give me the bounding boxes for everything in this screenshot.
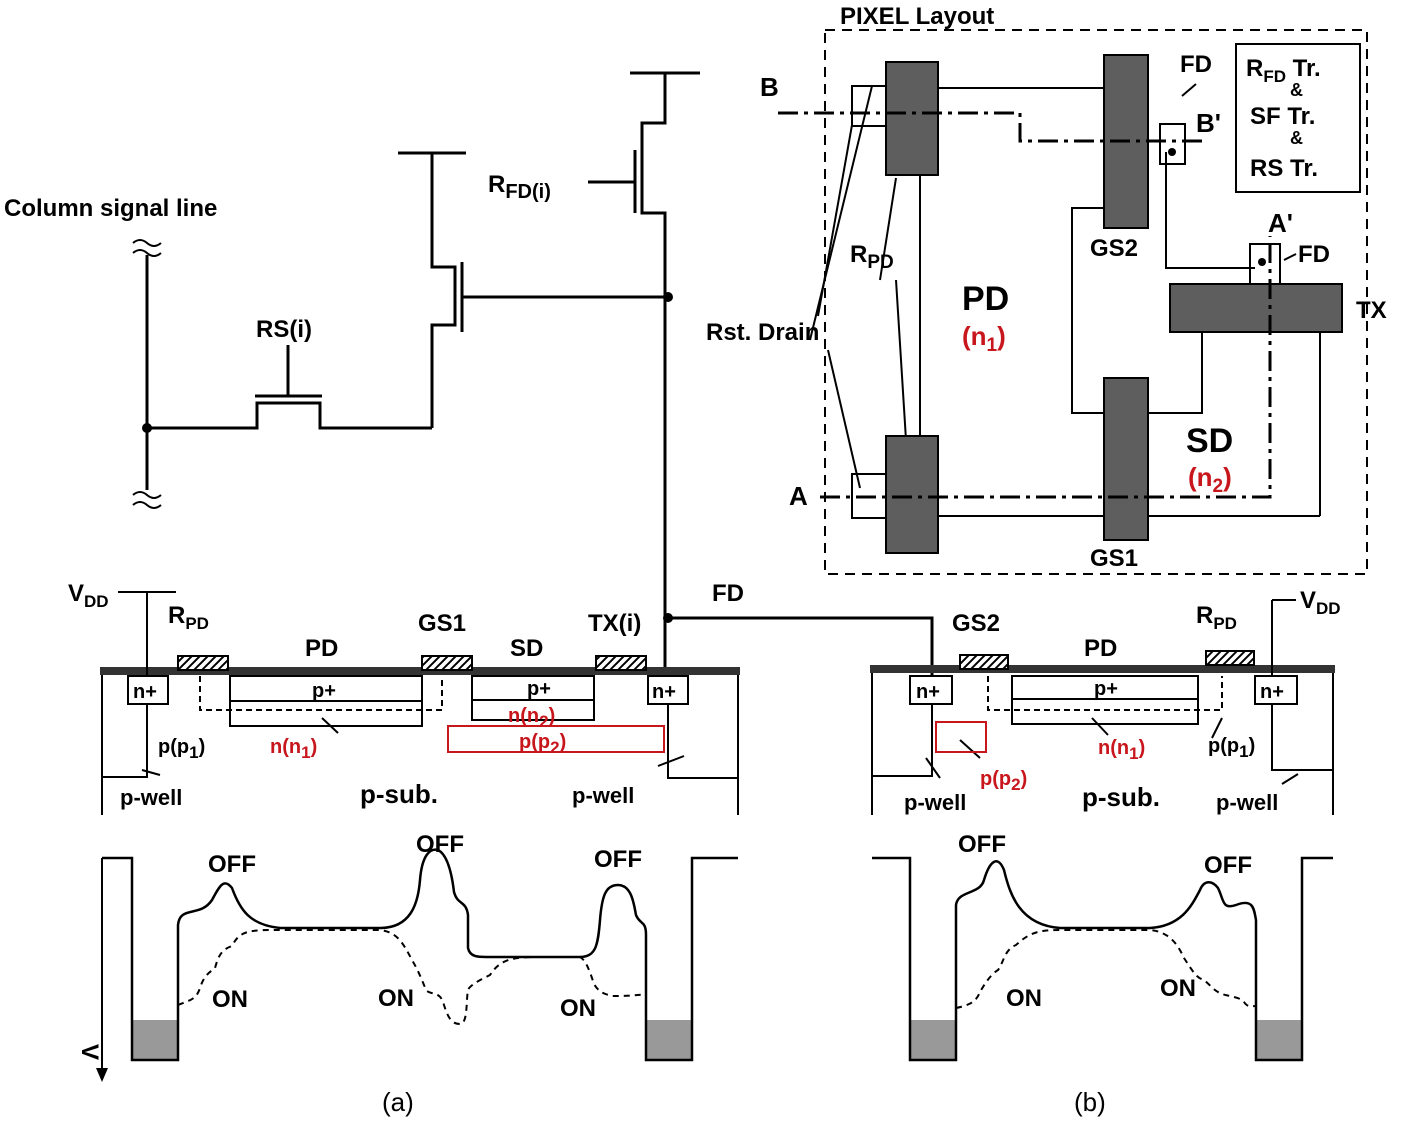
column-signal-line-label: Column signal line [4, 195, 217, 222]
pwell-label: p-well [120, 785, 182, 810]
cut-label-a-prime: A' [1268, 208, 1293, 238]
pd-label-layout: PD [962, 280, 1009, 318]
pplus-label: p+ [1094, 678, 1118, 700]
cut-label-b: B [760, 72, 779, 102]
junction-dot [663, 292, 673, 302]
box-ampersand: & [1290, 128, 1303, 148]
pd-label-b: PD [1084, 635, 1117, 662]
tx-label-layout: TX [1356, 297, 1387, 324]
cut-label-b-prime: B' [1196, 108, 1221, 138]
fd-label-layout: FD [1180, 51, 1212, 78]
potential-diagram-a [96, 848, 738, 1082]
cross-section-a [100, 591, 740, 815]
gs2-label-layout: GS2 [1090, 235, 1138, 262]
junction-dot [663, 613, 673, 623]
vdd-label-b: VDD [1300, 587, 1341, 618]
pwell-label: p-well [572, 783, 634, 808]
caption-a: (a) [382, 1087, 414, 1117]
pwell-label: p-well [904, 790, 966, 815]
box-sf-label: SF Tr. [1250, 103, 1315, 130]
caption-b: (b) [1074, 1087, 1106, 1117]
psub-label-b: p-sub. [1082, 782, 1160, 812]
gs1-label-a: GS1 [418, 610, 466, 637]
p-p2-region-a [447, 725, 665, 753]
pplus-label: p+ [312, 680, 336, 702]
cut-label-a: A [789, 481, 808, 511]
potential-diagram-b [872, 856, 1333, 1062]
off-label: OFF [1204, 852, 1252, 879]
off-label: OFF [208, 851, 256, 878]
pd-label-a: PD [305, 635, 338, 662]
rs-label: RS(i) [256, 316, 312, 343]
off-label: OFF [958, 831, 1006, 858]
n-n2-label-a: n(n2) [508, 705, 555, 731]
n-n1-label-b: n(n1) [1098, 737, 1145, 763]
rpd-label-b: RPD [1196, 602, 1237, 633]
gs1-label-layout: GS1 [1090, 545, 1138, 572]
nplus-label: n+ [916, 681, 940, 703]
vdd-label-a: VDD [68, 580, 109, 611]
pwell-label: p-well [1216, 790, 1278, 815]
p-p1-label-b: p(p1) [1208, 735, 1255, 761]
off-label: OFF [594, 846, 642, 873]
p-p2-region-b [935, 721, 987, 753]
p-p1-label-a: p(p1) [158, 736, 205, 762]
on-label: ON [1006, 985, 1042, 1012]
box-ampersand: & [1290, 80, 1303, 100]
rpd-label-layout: RPD [850, 241, 894, 273]
n2-label-layout: (n2) [1188, 462, 1232, 497]
rst-drain-label: Rst. Drain [706, 319, 819, 346]
junction-dot [142, 423, 152, 433]
gs2-label-b: GS2 [952, 610, 1000, 637]
sd-label-a: SD [510, 635, 543, 662]
pplus-label: p+ [527, 678, 551, 700]
nplus-label: n+ [133, 681, 157, 703]
pixel-layout [778, 29, 1368, 575]
p-p2-label-a: p(p2) [519, 731, 566, 757]
readout-circuit [132, 71, 934, 680]
on-label: ON [378, 985, 414, 1012]
on-label: ON [560, 995, 596, 1022]
fd-label-layout: FD [1298, 241, 1330, 268]
on-label: ON [212, 986, 248, 1013]
nplus-label: n+ [1260, 681, 1284, 703]
box-rfd-label: RFD Tr. [1246, 55, 1321, 86]
tx-label-a: TX(i) [588, 610, 641, 637]
nplus-label: n+ [652, 681, 676, 703]
n1-label-layout: (n1) [962, 321, 1006, 356]
box-rs-label: RS Tr. [1250, 155, 1318, 182]
off-label: OFF [416, 831, 464, 858]
n-n1-label-a: n(n1) [270, 736, 317, 762]
potential-axis-label: V [76, 1044, 103, 1060]
psub-label-a: p-sub. [360, 779, 438, 809]
fd-node-label: FD [712, 580, 744, 607]
sd-label-layout: SD [1186, 422, 1233, 460]
on-label: ON [1160, 975, 1196, 1002]
p-p2-label-b: p(p2) [980, 768, 1027, 794]
cross-section-b [870, 599, 1335, 815]
rfd-label: RFD(i) [488, 171, 551, 203]
rpd-label-a: RPD [168, 602, 209, 633]
pixel-layout-title: PIXEL Layout [840, 3, 994, 30]
